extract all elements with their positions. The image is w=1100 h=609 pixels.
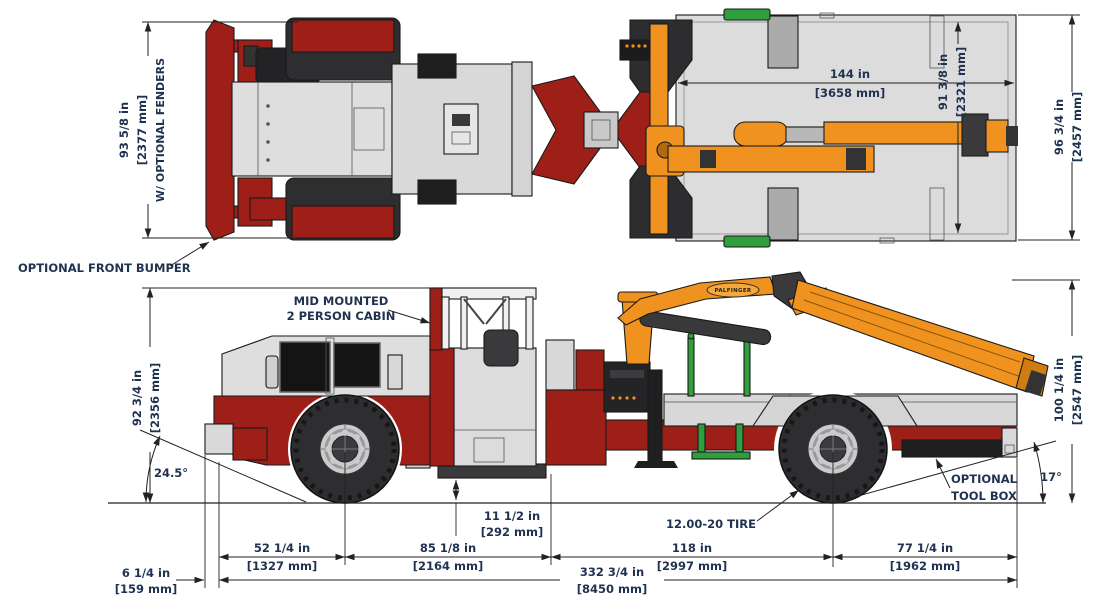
dim-92-mm: [2356 mm] xyxy=(148,363,162,434)
cabin-label-1: MID MOUNTED xyxy=(294,294,389,308)
callout-front-bumper: OPTIONAL FRONT BUMPER xyxy=(18,241,210,275)
dim-rear-height: 100 1/4 in [2547 mm] xyxy=(1012,279,1084,503)
dim-overall-length: 332 3/4 in [8450 mm] xyxy=(219,565,1017,596)
outrigger-leg xyxy=(634,369,678,468)
dim-77-mm: [1962 mm] xyxy=(890,559,961,573)
dim-93-note: W/ OPTIONAL FENDERS xyxy=(154,58,167,202)
deck-green-pad-bottom xyxy=(723,235,771,248)
dim-front-overhang: 6 1/4 in [159 mm] xyxy=(115,566,204,596)
front-tire xyxy=(290,394,400,504)
dim-118-in: 118 in xyxy=(672,541,712,555)
dim-bed-length: 144 in [3658 mm] xyxy=(678,67,1014,100)
dim-118-mm: [2997 mm] xyxy=(657,559,728,573)
callout-tire: 12.00-20 TIRE xyxy=(666,489,800,531)
side-view: PALFINGER xyxy=(108,271,1049,508)
breather-canister xyxy=(265,355,279,389)
approach-angle-label: 24.5° xyxy=(154,466,188,480)
toolbox-label-1: OPTIONAL xyxy=(951,472,1018,486)
dim-91-mm: [2321 mm] xyxy=(954,47,968,118)
extension-lines xyxy=(204,452,1018,588)
dim-approach-angle: 24.5° xyxy=(139,429,307,503)
dim-332-mm: [8450 mm] xyxy=(577,582,648,596)
dim-96-mm: [2457 mm] xyxy=(1070,92,1084,163)
dim-width-with-fenders: 93 5/8 in [2377 mm] W/ OPTIONAL FENDERS xyxy=(117,21,298,239)
top-view xyxy=(205,8,1018,248)
dim-100-mm: [2547 mm] xyxy=(1070,355,1084,426)
dim-11-in: 11 1/2 in xyxy=(484,509,540,523)
dim-6-in: 6 1/4 in xyxy=(122,566,170,580)
rear-tire xyxy=(778,394,888,504)
dim-96-in: 96 3/4 in xyxy=(1052,99,1066,155)
engine-hood-top xyxy=(231,81,393,177)
air-cleaner xyxy=(387,354,403,390)
dim-100-in: 100 1/4 in xyxy=(1052,358,1066,422)
operator-seat xyxy=(483,329,519,367)
callout-cabin: MID MOUNTED 2 PERSON CABIN xyxy=(287,294,431,324)
dim-144-in: 144 in xyxy=(830,67,870,81)
engine-grille-right xyxy=(333,342,381,388)
cabin-label-2: 2 PERSON CABIN xyxy=(287,309,396,323)
dim-85-mm: [2164 mm] xyxy=(413,559,484,573)
toolbox xyxy=(901,439,1003,458)
articulation-joint-top xyxy=(531,75,663,185)
crane-brand-label: PALFINGER xyxy=(715,288,752,294)
boom-cylinder-1 xyxy=(639,310,772,346)
dim-52-in: 52 1/4 in xyxy=(254,541,310,555)
operator-cabin xyxy=(429,287,537,467)
dim-chain: 52 1/4 in [1327 mm] 85 1/8 in [2164 mm] … xyxy=(219,541,1017,573)
toolbox-label-2: TOOL BOX xyxy=(951,489,1017,503)
departure-angle-label: 17° xyxy=(1040,470,1062,484)
dim-332-in: 332 3/4 in xyxy=(580,565,644,579)
dim-ground-clearance: 11 1/2 in [292 mm] xyxy=(452,480,544,539)
dim-6-mm: [159 mm] xyxy=(115,582,178,596)
crane-control-console xyxy=(603,361,651,413)
tire-label: 12.00-20 TIRE xyxy=(666,517,756,531)
dim-91-in: 91 3/8 in xyxy=(936,54,950,110)
dim-bed-width: 91 3/8 in [2321 mm] xyxy=(936,22,968,233)
dim-93-mm: [2377 mm] xyxy=(135,95,149,166)
dim-52-mm: [1327 mm] xyxy=(247,559,318,573)
brand-logo-oval xyxy=(706,282,760,298)
dim-92-in: 92 3/4 in xyxy=(130,370,144,426)
dim-front-height: 92 3/4 in [2356 mm] xyxy=(130,287,438,503)
articulation-side xyxy=(545,339,607,466)
log-stakes xyxy=(687,332,751,460)
deck-green-pad-top xyxy=(723,8,771,21)
front-bumper-label: OPTIONAL FRONT BUMPER xyxy=(18,261,191,275)
extension-boom xyxy=(791,279,1035,393)
dim-77-in: 77 1/4 in xyxy=(897,541,953,555)
dim-144-mm: [3658 mm] xyxy=(815,86,886,100)
dim-85-in: 85 1/8 in xyxy=(420,541,476,555)
crane-side: PALFINGER xyxy=(617,271,1049,397)
callout-toolbox: OPTIONAL TOOL BOX xyxy=(935,458,1018,503)
engine-grille-left xyxy=(279,341,331,393)
cab-roof-top xyxy=(391,53,533,205)
crane-boom-top xyxy=(645,113,1018,177)
front-wheels-top xyxy=(285,17,401,241)
dimension-annotations: 93 5/8 in [2377 mm] W/ OPTIONAL FENDERS … xyxy=(18,14,1084,596)
dim-11-mm: [292 mm] xyxy=(481,525,544,539)
dim-rear-overall-width: 96 3/4 in [2457 mm] xyxy=(1018,14,1084,241)
dim-93-in: 93 5/8 in xyxy=(117,102,131,158)
dim-departure-angle: 17° xyxy=(832,440,1062,504)
